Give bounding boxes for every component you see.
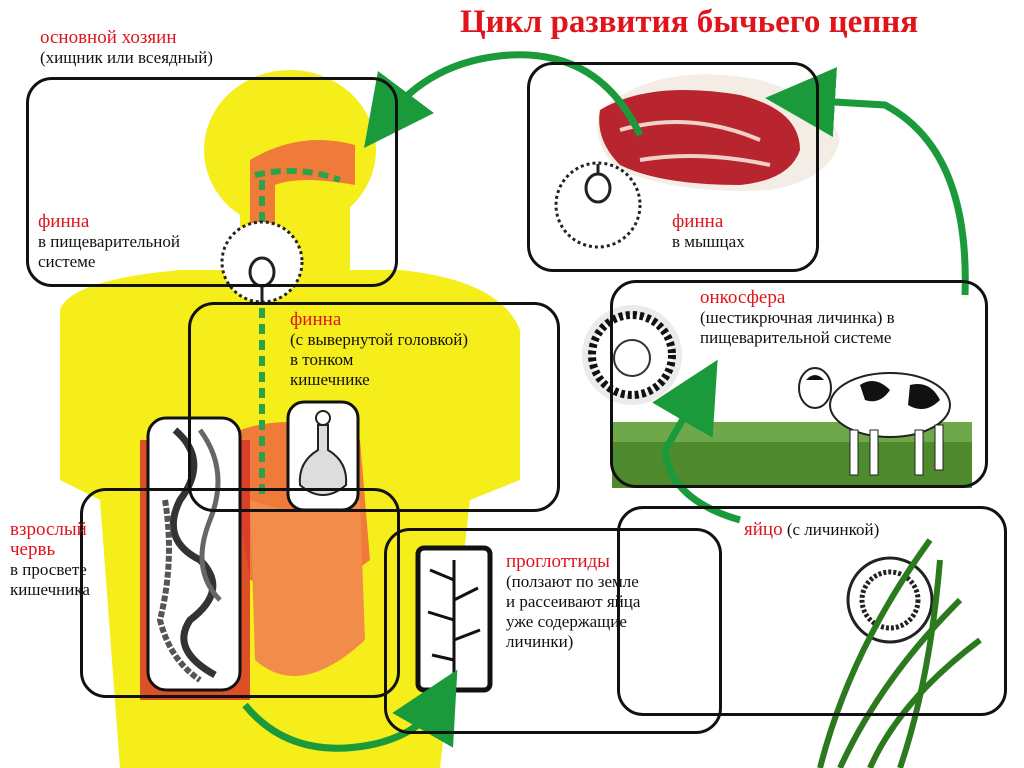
adult-worm-line1: в просвете [10, 560, 87, 579]
diagram-title: Цикл развития бычьего цепня [460, 4, 919, 40]
adult-worm-line2: кишечника [10, 580, 90, 599]
label-finna-digestive: финна в пищеварительной системе [38, 212, 180, 272]
oncosphere-heading: онкосфера [700, 287, 786, 308]
arrow-egg-to-oncosphere [652, 359, 741, 524]
frame-finna-muscles [527, 62, 819, 272]
cycle-arrows [242, 51, 969, 752]
main-host-heading: основной хозяин [40, 27, 177, 48]
finna-muscle-drawing [554, 161, 642, 249]
arrow-oncosphere-to-meat [765, 67, 969, 296]
label-main-host: основной хозяин (хищник или всеядный) [40, 28, 213, 68]
finna-muscles-heading: финна [672, 211, 724, 232]
label-proglottids: проглоттиды (ползают по земле и рассеива… [506, 552, 640, 652]
finna-intestine-line3: кишечнике [290, 370, 370, 389]
label-finna-muscles: финна в мышцах [672, 212, 745, 252]
finna-intestine-heading: финна [290, 309, 342, 330]
egg-heading: яйцо [744, 519, 783, 540]
label-finna-intestine: финна (с вывернутой головкой) в тонком к… [290, 310, 468, 390]
adult-worm-drawing [146, 416, 242, 692]
frame-adult-worm [80, 488, 400, 698]
frame-egg [617, 506, 1007, 716]
label-oncosphere: онкосфера (шестикрючная личинка) в пищев… [700, 288, 895, 348]
main-host-note: (хищник или всеядный) [40, 48, 213, 67]
label-egg: яйцо (с личинкой) [744, 520, 879, 540]
cow-drawing [798, 367, 951, 476]
oncosphere-line1: (шестикрючная личинка) в [700, 308, 895, 327]
arrow-worm-to-proglottids [242, 669, 458, 752]
egg-note: (с личинкой) [782, 520, 880, 539]
finna-digestive-heading: финна [38, 211, 90, 232]
arrow-meat-to-host [363, 51, 644, 148]
finna-everted-drawing [286, 400, 360, 512]
adult-worm-heading1: взрослый [10, 519, 87, 540]
oncosphere-line2: пищеварительной системе [700, 328, 892, 347]
frame-main-host [26, 77, 398, 287]
finna-digestive-line2: системе [38, 252, 96, 271]
frame-proglottids [384, 528, 722, 734]
egg-grass-drawing [817, 538, 982, 768]
finna-digestive-line1: в пищеварительной [38, 232, 180, 251]
adult-worm-heading2: червь [10, 539, 56, 560]
proglottids-line3: уже содержащие [506, 612, 627, 631]
frame-oncosphere [610, 280, 988, 488]
label-adult-worm: взрослый червь в просвете кишечника [10, 520, 90, 600]
finna-intestine-line1: (с вывернутой головкой) [290, 330, 469, 349]
finna-muscles-line1: в мышцах [672, 232, 745, 251]
proglottids-line1: (ползают по земле [506, 572, 639, 591]
finna-intestine-line2: в тонком [290, 350, 354, 369]
proglottids-line2: и рассеивают яйца [506, 592, 641, 611]
proglottids-line4: личинки) [506, 632, 574, 651]
proglottids-heading: проглоттиды [506, 551, 610, 572]
